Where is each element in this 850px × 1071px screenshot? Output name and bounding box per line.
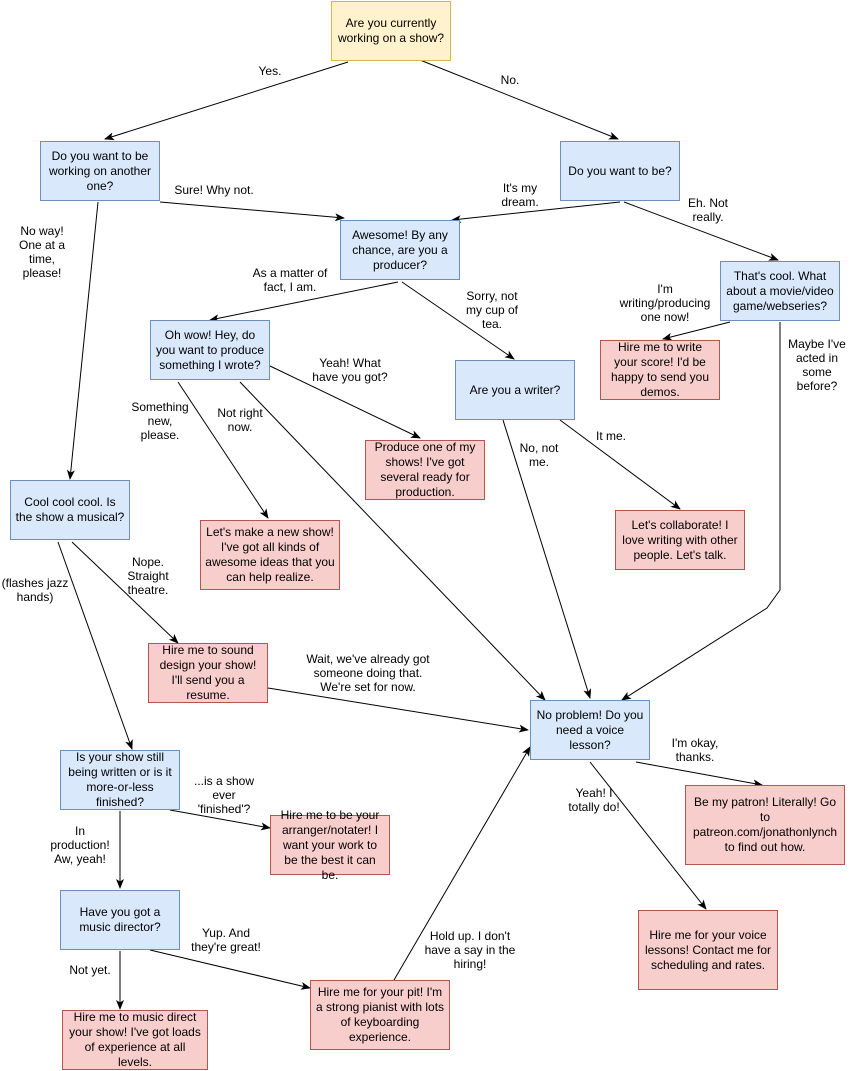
edge-sound-to-voice <box>267 687 529 733</box>
edge-label-hold-up: Hold up. I don't have a say in the hirin… <box>424 929 516 971</box>
edge-awesome-to-ohwow <box>209 281 399 323</box>
edge-ohwow-to-voice <box>239 381 546 701</box>
node-still-written-question: Is your show still being written or is i… <box>60 750 180 810</box>
edge-label-yeah-i-do: Yeah! I totally do! <box>568 786 620 814</box>
node-new-show-outcome: Let's make a new show! I've got all kind… <box>200 520 340 590</box>
edge-label-no: No. <box>500 73 520 87</box>
edge-written-to-arranger <box>169 809 271 831</box>
edge-label-in-production: In production! Aw, yeah! <box>50 824 110 866</box>
node-music-director-question: Have you got a music director? <box>60 890 180 950</box>
node-arranger-outcome: Hire me to be your arranger/notater! I w… <box>270 808 390 882</box>
node-producer-question: Awesome! By any chance, are you a produc… <box>340 220 460 280</box>
edge-label-eh: Eh. Not really. <box>687 196 729 224</box>
edge-voice-to-patron <box>635 761 763 788</box>
edge-label-jazz-hands: (flashes jazz hands) <box>1 576 69 604</box>
edge-label-it-me: It me. <box>595 429 626 443</box>
edge-label-im-okay: I'm okay, thanks. <box>671 736 719 764</box>
edge-movie-to-voice <box>621 322 781 701</box>
node-produce-something-question: Oh wow! Hey, do you want to produce some… <box>150 320 270 380</box>
edge-md-to-pit <box>149 949 311 990</box>
edge-wantbe-to-awesome <box>451 201 621 224</box>
edge-label-sorry: Sorry, not my cup of tea. <box>465 289 519 331</box>
edge-label-something-new: Something new, please. <box>131 400 189 442</box>
edge-writer-to-collab <box>559 419 681 510</box>
edge-label-already: Wait, we've already got someone doing th… <box>306 652 430 694</box>
node-start-question: Are you currently working on a show? <box>331 1 451 61</box>
edge-ohwow-to-newshow <box>177 381 269 519</box>
edge-label-no-not-me: No, not me. <box>519 441 559 469</box>
edge-label-nope: Nope. Straight theatre. <box>127 555 169 597</box>
node-movie-question: That's cool. What about a movie/video ga… <box>720 261 840 321</box>
node-score-outcome: Hire me to write your score! I'd be happ… <box>600 340 720 400</box>
edge-coolcool-to-sound <box>71 541 179 644</box>
edge-label-sure: Sure! Why not. <box>174 183 254 197</box>
node-voice-lessons-outcome: Hire me for your voice lessons! Contact … <box>638 910 778 990</box>
node-want-to-be: Do you want to be? <box>560 141 680 201</box>
node-produce-shows-outcome: Produce one of my shows! I've got severa… <box>365 440 485 500</box>
node-working-on-another: Do you want to be working on another one… <box>40 141 160 201</box>
edge-awesome-to-writer <box>401 281 515 360</box>
edge-start-to-wantbe <box>419 59 619 140</box>
edge-pit-to-voice <box>393 746 531 981</box>
edge-another-to-coolcool <box>66 201 99 480</box>
edge-voice-to-lessons <box>589 761 707 910</box>
edge-label-yeah-what: Yeah! What have you got? <box>312 356 388 384</box>
edge-label-dream: It's my dream. <box>501 181 539 209</box>
edge-wantbe-to-movie <box>623 201 779 261</box>
node-writer-question: Are you a writer? <box>455 360 575 420</box>
node-collaborate-outcome: Let's collaborate! I love writing with o… <box>615 510 745 570</box>
edge-label-not-right-now: Not right now. <box>217 406 263 434</box>
node-musical-question: Cool cool cool. Is the show a musical? <box>10 480 130 540</box>
node-sound-design-outcome: Hire me to sound design your show! I'll … <box>148 643 268 703</box>
edge-another-to-awesome <box>159 201 345 222</box>
edge-ohwow-to-produce <box>269 365 421 439</box>
edge-label-acted: Maybe I've acted in some before? <box>788 337 846 393</box>
edge-label-noway: No way! One at a time, please! <box>18 224 66 280</box>
node-patron-outcome: Be my patron! Literally! Go to patreon.c… <box>685 785 845 865</box>
edge-writer-to-voice <box>502 419 592 699</box>
edge-start-to-another <box>104 61 349 141</box>
node-music-direct-outcome: Hire me to music direct your show! I've … <box>62 1010 208 1070</box>
edge-label-not-yet: Not yet. <box>69 963 111 977</box>
node-voice-lesson-question: No problem! Do you need a voice lesson? <box>530 700 650 760</box>
edge-label-yes: Yes. <box>258 64 282 78</box>
edge-label-matter: As a matter of fact, I am. <box>252 266 328 294</box>
edge-coolcool-to-written <box>57 541 133 750</box>
node-pit-outcome: Hire me for your pit! I'm a strong piani… <box>310 980 450 1050</box>
edge-movie-to-score <box>662 321 731 341</box>
edge-label-yup: Yup. And they're great! <box>191 926 261 954</box>
edge-label-writing: I'm writing/producing one now! <box>619 282 711 324</box>
edge-label-show-finished: ...is a show ever 'finished'? <box>193 774 255 816</box>
